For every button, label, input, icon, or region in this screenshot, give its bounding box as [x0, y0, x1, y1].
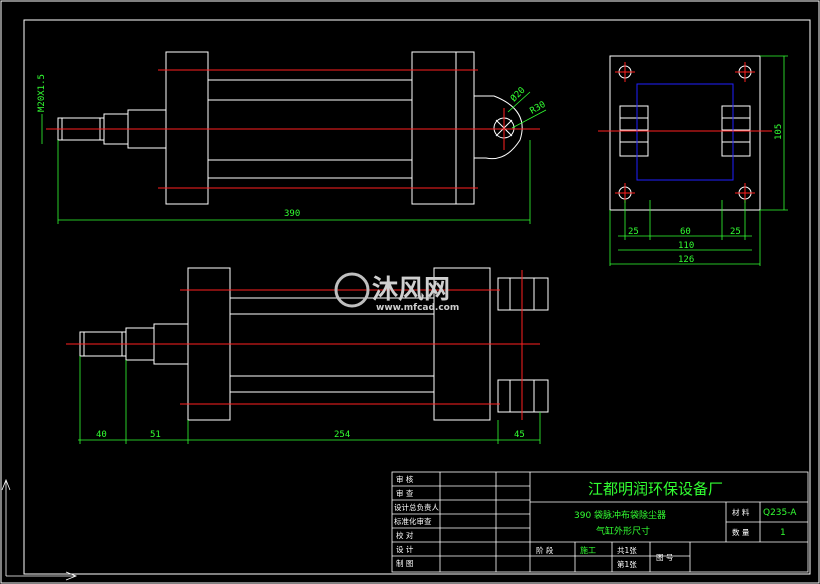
company-name: 江都明润环保设备厂: [588, 480, 723, 498]
material-label: 材 料: [732, 507, 750, 517]
overall-length-label: 390: [284, 209, 300, 219]
drawing-number-label: 图 号: [656, 553, 673, 562]
drawing-title-line1: 390 袋脉冲布袋除尘器: [574, 509, 666, 521]
end-dim-left: 25: [628, 227, 639, 237]
inner-frame: [23, 19, 811, 575]
approval-row: 审 核: [396, 474, 414, 484]
clevis: [473, 95, 523, 160]
end-view: [609, 55, 761, 211]
top-dimensions: [41, 91, 547, 224]
front-dim-45: 45: [514, 430, 525, 440]
end-dim-110: 110: [678, 241, 694, 251]
top-center-lines: [46, 69, 540, 189]
hole-diameter-label: Ø20: [508, 85, 527, 104]
approval-row: 校 对: [396, 530, 414, 540]
quantity-label: 数 量: [732, 527, 750, 537]
end-dim-right: 25: [730, 227, 741, 237]
front-dim-51: 51: [150, 430, 161, 440]
end-height-label: 105: [774, 124, 784, 140]
watermark: 沐风网 www.mfcad.com: [334, 272, 459, 313]
watermark-brand: 沐风网: [372, 275, 450, 305]
end-dimensions: [609, 55, 788, 266]
approval-row: 设计总负责人: [394, 502, 439, 512]
approval-row: 制 图: [396, 558, 413, 568]
top-view: [57, 51, 523, 205]
approval-row: 设 计: [396, 544, 414, 554]
front-dim-254: 254: [334, 430, 350, 440]
watermark-url: www.mfcad.com: [376, 303, 459, 313]
end-dim-mid: 60: [680, 227, 691, 237]
front-dim-40: 40: [96, 430, 107, 440]
sheet-number-label: 第1张: [617, 559, 637, 569]
title-block: [391, 471, 809, 573]
stage-label: 阶 段: [536, 545, 554, 555]
quantity-value: 1: [780, 528, 786, 538]
lower-fitting: [497, 379, 549, 413]
end-center-lines: [598, 62, 772, 203]
approval-row: 审 查: [396, 488, 414, 498]
front-dimensions: [78, 356, 541, 444]
end-dim-126: 126: [678, 255, 694, 265]
approval-row: 标准化审查: [394, 516, 432, 526]
drawing-title-line2: 气缸外形尺寸: [596, 525, 650, 537]
total-sheets-label: 共1张: [617, 546, 637, 555]
stage-value: 施工: [580, 545, 596, 555]
approval-rows: 审 核 审 查 设计总负责人 标准化审查 校 对 设 计 制 图: [394, 474, 439, 568]
ucs-icon: [1, 478, 78, 581]
upper-fitting: [497, 277, 549, 311]
front-center-lines: [66, 270, 540, 420]
end-plate: [609, 55, 761, 211]
hidden-bore: [636, 83, 734, 181]
left-end-cap: [165, 51, 209, 205]
material-value: Q235-A: [763, 508, 797, 518]
watermark-logo-icon: [334, 272, 370, 308]
right-end-cap: [411, 51, 457, 205]
thread-size-label: M20X1.5: [37, 74, 47, 112]
